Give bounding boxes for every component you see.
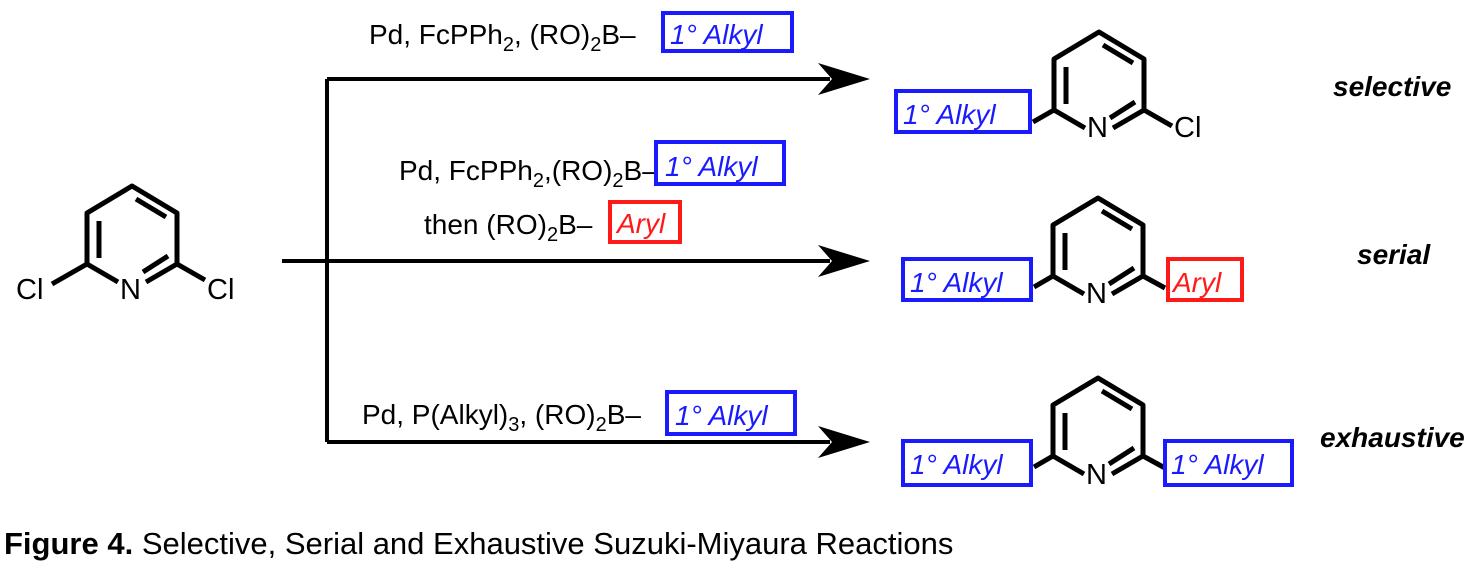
conditions-serial: Pd, FcPPh2,(RO)2B– 1° Alkyl then (RO)2B–… [399,140,786,246]
alkyl-box [894,89,1032,134]
alkyl-group-label: 1° Alkyl [675,400,768,431]
figure-number: Figure 4. [4,526,134,561]
alkyl-group-label: 1° Alkyl [1171,449,1264,480]
c-cl-bond [1142,107,1174,129]
nitrogen-atom: N [1086,459,1107,491]
alkyl-box [901,257,1033,302]
c-aryl-bond [1141,273,1167,291]
arrowhead-icon [818,245,870,277]
alkyl-group-label: 1° Alkyl [665,151,758,182]
product-selective: 1° Alkyl N Cl [894,32,1201,144]
c-cl-bond [50,261,89,287]
chlorine-atom-right: Cl [207,274,234,306]
conditions-selective: Pd, FcPPh2, (RO)2B– 1° Alkyl [369,11,794,56]
arrowhead-icon [818,63,870,95]
c-cl-bond [175,261,207,283]
aryl-box [608,200,682,244]
chlorine-atom: Cl [1174,112,1201,144]
c-alkyl-bond [1141,453,1167,471]
starting-material-structure: Cl N Cl [16,186,234,306]
label-exhaustive: exhaustive [1320,422,1465,453]
c-alkyl-bond [1032,273,1055,290]
alkyl-group-label: 1° Alkyl [670,19,763,50]
conditions-exhaustive: Pd, P(Alkyl)3, (RO)2B– 1° Alkyl [362,390,797,436]
alkyl-box [1163,439,1294,487]
arrow-system [282,63,870,458]
alkyl-box [661,11,794,53]
chlorine-atom-left: Cl [16,274,43,306]
product-exhaustive: 1° Alkyl N 1° Alkyl [901,378,1294,491]
nitrogen-atom: N [120,274,141,306]
alkyl-group-label: 1° Alkyl [910,449,1003,480]
alkyl-box [665,390,797,436]
nitrogen-atom: N [1086,278,1107,310]
label-selective: selective [1333,71,1451,102]
conditions-text: Pd, FcPPh2,(RO)2B– [399,155,658,192]
alkyl-group-label: 1° Alkyl [910,267,1003,298]
conditions-text: Pd, FcPPh2, (RO)2B– [369,19,636,56]
figure-caption: Figure 4. Selective, Serial and Exhausti… [4,526,953,562]
aryl-group-label: Aryl [1171,267,1222,298]
alkyl-group-label: 1° Alkyl [903,99,996,130]
alkyl-box [901,439,1033,487]
label-serial: serial [1357,239,1431,270]
conditions-text: Pd, P(Alkyl)3, (RO)2B– [362,399,641,436]
conditions-text-then: then (RO)2B– [424,209,593,246]
aryl-group-label: Aryl [615,208,666,239]
nitrogen-atom: N [1087,112,1108,144]
figure-caption-text: Selective, Serial and Exhaustive Suzuki-… [133,526,954,561]
c-alkyl-bond [1032,453,1055,470]
product-serial: 1° Alkyl N Aryl [901,198,1244,310]
c-alkyl-bond [1031,107,1056,125]
pyridine-ring [87,186,177,282]
aryl-box [1166,257,1244,302]
arrowhead-icon [818,426,870,458]
alkyl-box [654,140,786,186]
